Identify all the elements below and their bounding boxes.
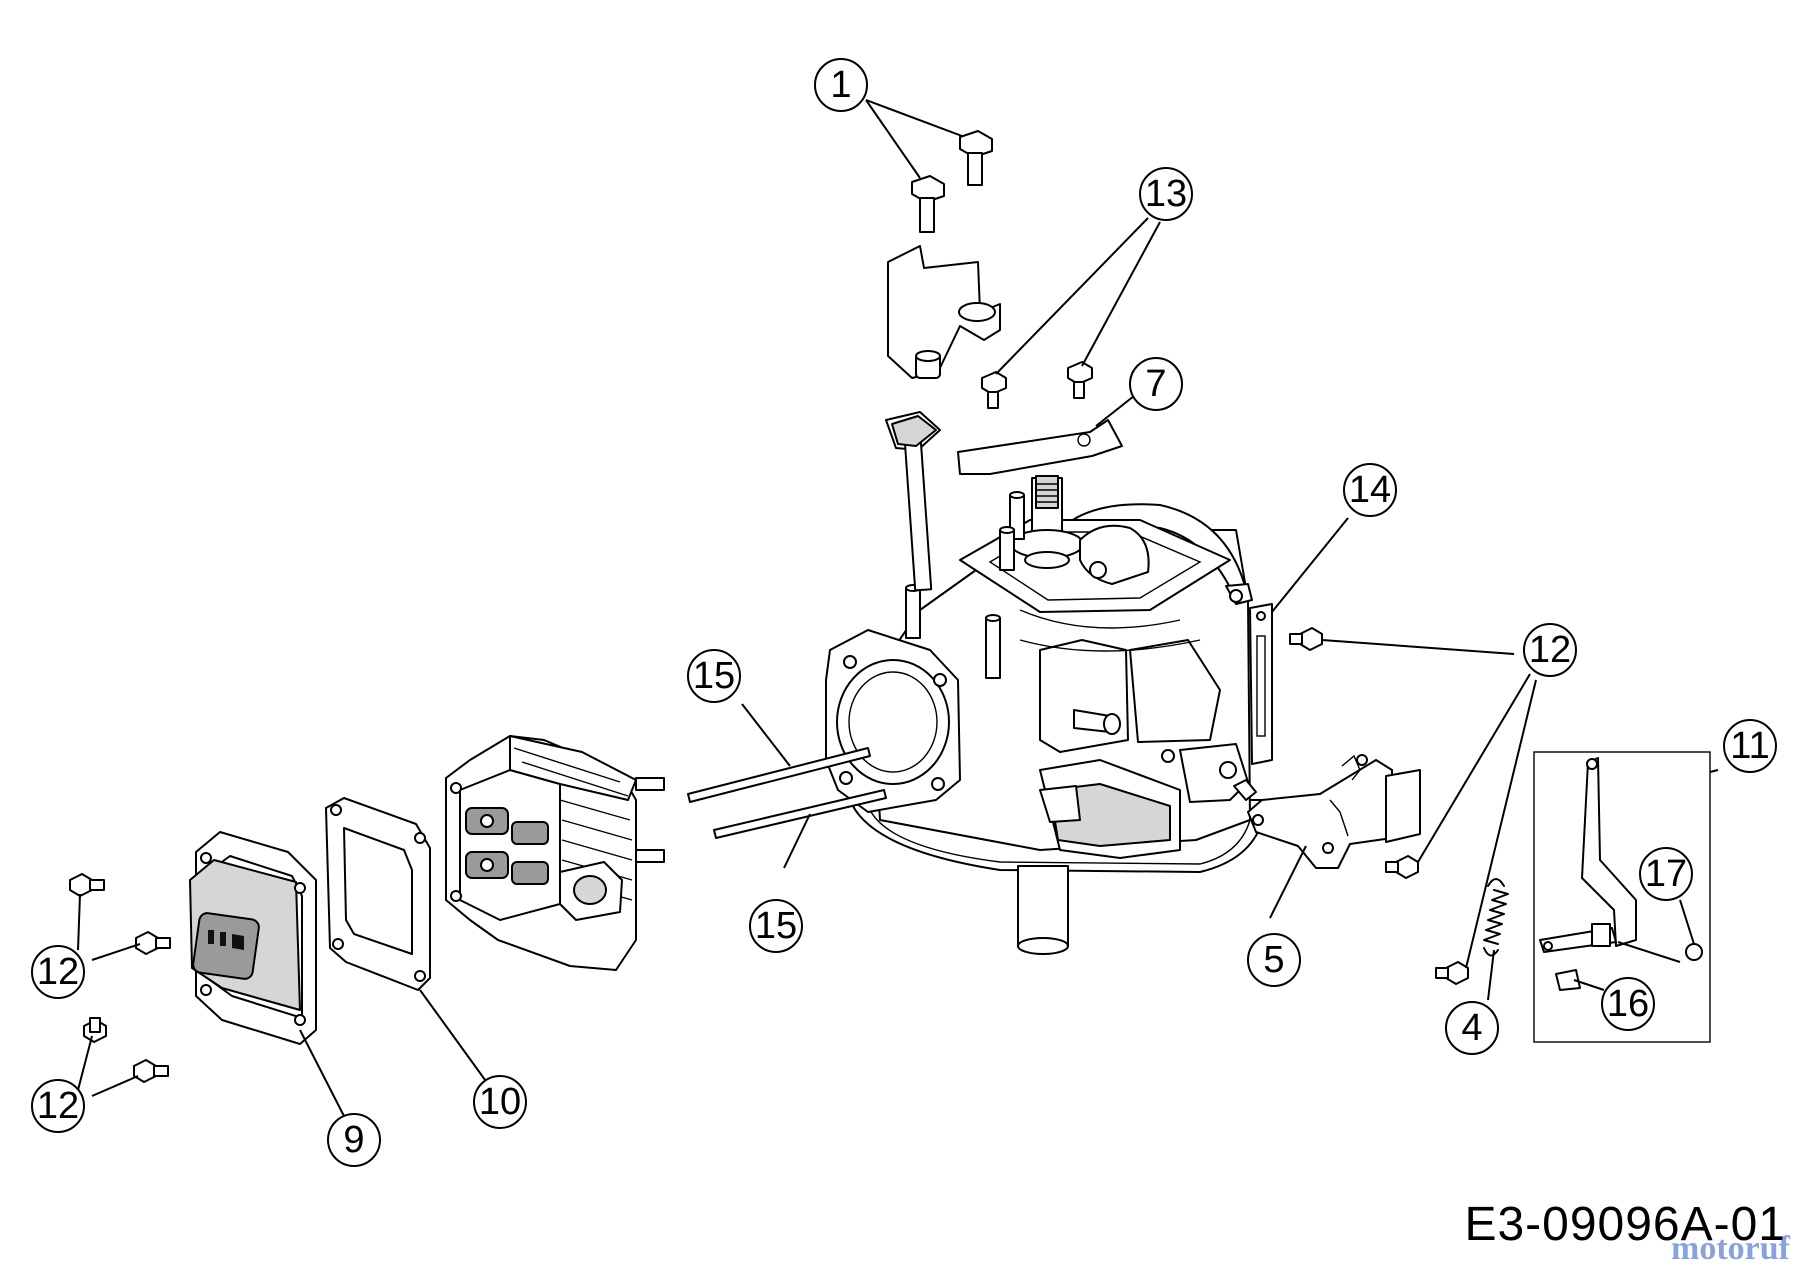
leader-lines [77,99,1719,1121]
svg-text:12: 12 [37,1085,79,1127]
callout-4: 4 [1445,1001,1499,1055]
callout-17: 17 [1639,847,1693,901]
bolt-12-a [69,873,105,897]
svg-text:15: 15 [693,655,735,697]
engine-block [825,411,1263,955]
svg-text:15: 15 [755,905,797,947]
inset-box [1533,751,1711,1043]
part-12-bolts [69,627,1469,1083]
svg-text:4: 4 [1461,1007,1482,1049]
bolt-right [959,130,993,186]
svg-text:1: 1 [830,64,851,106]
svg-text:17: 17 [1645,853,1687,895]
head-gasket [325,797,431,991]
guard-plate [887,245,1001,379]
bolt-12-g [1435,961,1469,985]
part-14-strap [1249,603,1273,765]
part-11-inset [1533,751,1711,1043]
svg-text:7: 7 [1145,363,1166,405]
svg-text:12: 12 [37,951,79,993]
part-10-cylinder-head [445,735,665,971]
svg-text:12: 12 [1529,629,1571,671]
bolt-12-f [1385,855,1419,879]
callout-16: 16 [1601,977,1655,1031]
callout-14: 14 [1343,463,1397,517]
svg-text:11: 11 [1730,725,1769,767]
svg-text:9: 9 [343,1119,364,1161]
callout-15-lower: 15 [749,899,803,953]
callout-11: 11 [1723,719,1777,773]
callout-5: 5 [1247,933,1301,987]
drawing-number: E3-09096A-01 [1464,1198,1786,1251]
bolt-12-c [83,1017,107,1043]
part-15-push-rods [687,747,887,839]
part-9-valve-cover [189,831,317,1045]
callout-1: 1 [814,58,868,112]
part-13-bolts [981,361,1093,409]
part-5-bracket [1247,754,1421,869]
part-7-bracket [957,419,1123,475]
part-4-spring [1483,878,1509,957]
callout-13: 13 [1139,167,1193,221]
svg-text:16: 16 [1607,983,1649,1025]
ohv-emblem [192,912,260,980]
callout-12-left-upper: 12 [31,945,85,999]
callout-12-right: 12 [1523,623,1577,677]
callout-15-upper: 15 [687,649,741,703]
bolt-left [911,175,945,233]
bolt-12-b [135,931,171,955]
callout-12-left-lower: 12 [31,1079,85,1133]
watermark-logo: motoruf [1671,1230,1790,1267]
part-17-washer [1685,943,1703,961]
bolt-12-e [1289,627,1323,651]
bolt-12-d [133,1059,169,1083]
part-1-bolts [911,130,993,233]
svg-text:5: 5 [1263,939,1284,981]
callout-9: 9 [327,1113,381,1167]
svg-text:14: 14 [1349,469,1391,511]
svg-text:10: 10 [479,1081,521,1123]
svg-text:13: 13 [1145,173,1187,215]
callout-7: 7 [1129,357,1183,411]
callout-10: 10 [473,1075,527,1129]
